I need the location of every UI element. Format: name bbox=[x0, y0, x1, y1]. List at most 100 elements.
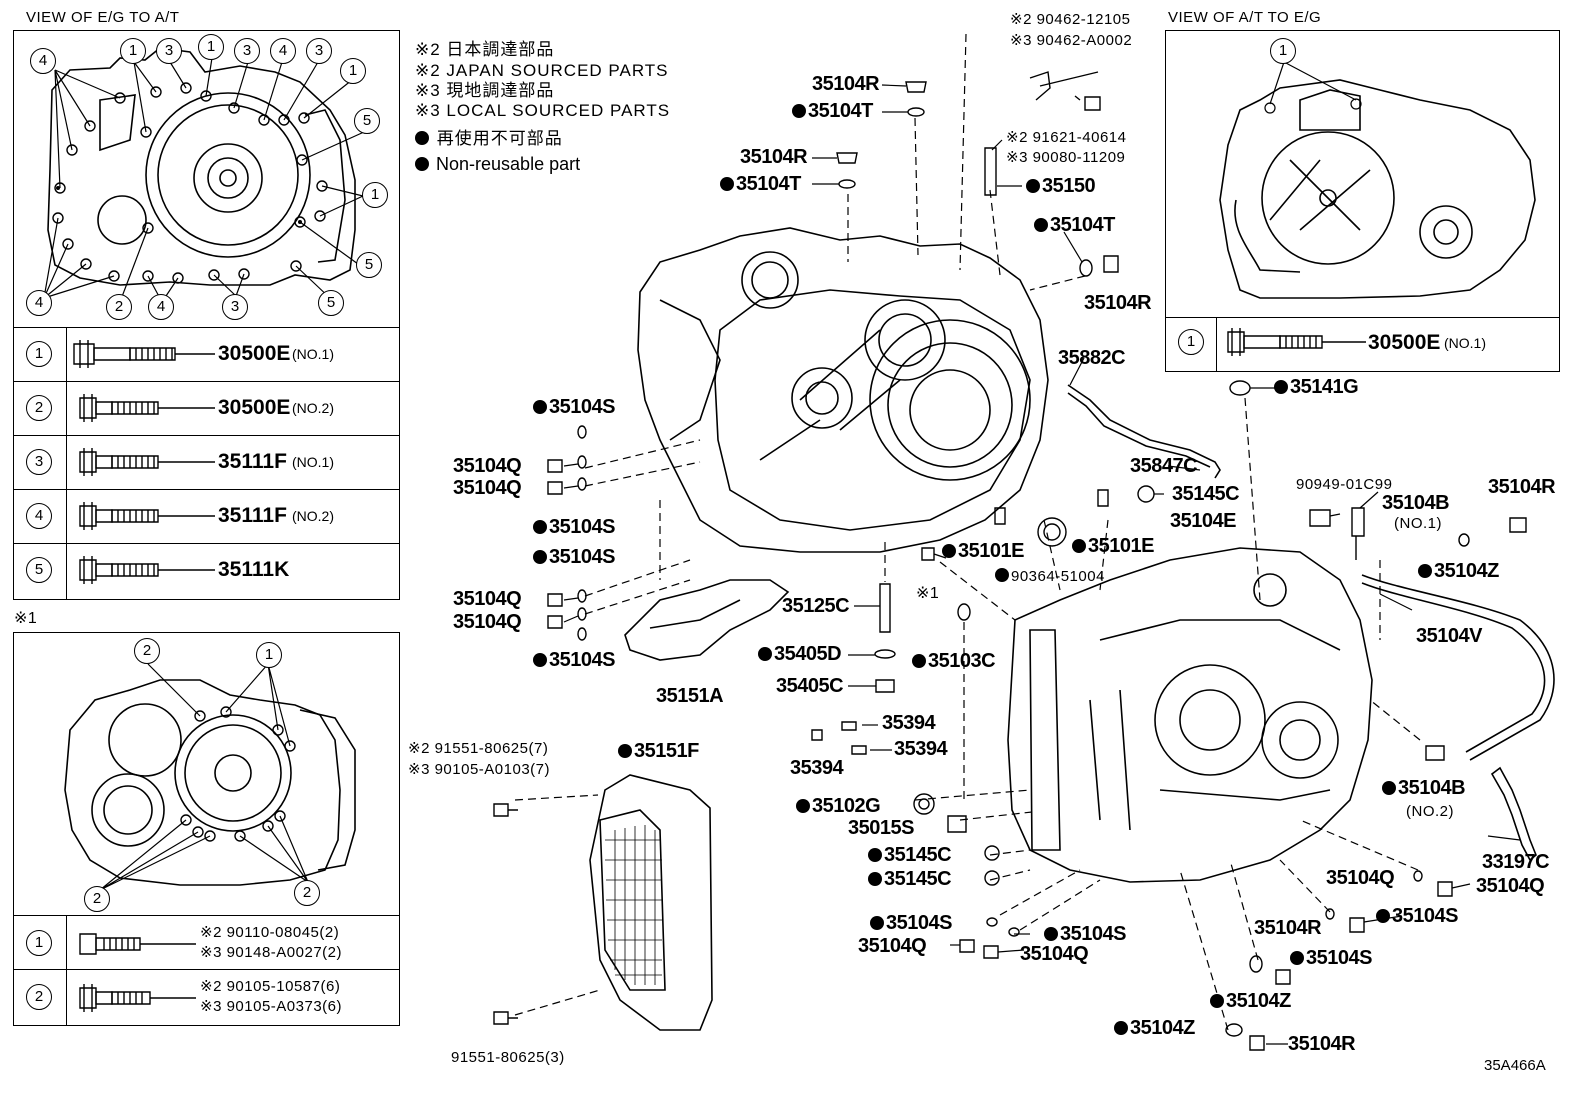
nonreuse-dot-icon bbox=[1382, 781, 1396, 795]
part-label: 35104Z bbox=[1418, 561, 1499, 581]
callout-eg: 4 bbox=[270, 38, 296, 64]
callout-eg: 3 bbox=[222, 294, 248, 320]
part-label: 35405D bbox=[758, 644, 842, 664]
note1-table-line: ※3 90148-A0027(2) bbox=[200, 944, 342, 961]
at-view-leaders bbox=[1264, 61, 1362, 114]
note1-table-num: 2 bbox=[26, 984, 52, 1010]
part-label: 35104T bbox=[720, 174, 801, 194]
part-label: 35394 bbox=[882, 712, 936, 734]
nonreuse-dot-icon bbox=[1418, 564, 1432, 578]
part-label: 35104S bbox=[533, 650, 615, 670]
note-nonreuse-en: Non-reusable part bbox=[415, 155, 580, 173]
callout-eg: 3 bbox=[234, 38, 260, 64]
part-label: 35104Z bbox=[1210, 991, 1291, 1011]
bracket-33197c bbox=[1490, 766, 1537, 862]
nonreuse-dot-icon bbox=[1114, 1021, 1128, 1035]
nonreuse-dot-icon bbox=[1376, 909, 1390, 923]
nonreuse-dot-icon bbox=[792, 104, 806, 118]
part-label: ※2 91551-80625(7) bbox=[408, 740, 549, 757]
at-table-num: 1 bbox=[1178, 329, 1204, 355]
callout-eg: 5 bbox=[356, 252, 382, 278]
strainer bbox=[624, 579, 790, 661]
nonreuse-dot-icon bbox=[618, 744, 632, 758]
part-label: 35104S bbox=[533, 547, 615, 567]
at-table-sub: (NO.1) bbox=[1444, 335, 1486, 351]
part-label: 35882C bbox=[1058, 347, 1126, 369]
part-label: 35104S bbox=[1044, 924, 1126, 944]
part-label: 35104R bbox=[740, 146, 808, 168]
nonreuse-dot-icon bbox=[1044, 927, 1058, 941]
part-label: 35101E bbox=[942, 541, 1024, 561]
part-label: 35104S bbox=[1290, 948, 1372, 968]
nonreuse-dot-icon bbox=[868, 848, 882, 862]
part-label: 35405C bbox=[776, 675, 844, 697]
callout-eg: 5 bbox=[354, 108, 380, 134]
part-label: 35104Q bbox=[453, 477, 522, 499]
part-label: 35394 bbox=[894, 738, 948, 760]
callout-at: 1 bbox=[1270, 38, 1296, 64]
callout-note1: 2 bbox=[134, 638, 160, 664]
table-row-sub: (NO.2) bbox=[292, 400, 334, 416]
callout-note1: 2 bbox=[84, 886, 110, 912]
guide-lines bbox=[514, 33, 1421, 1031]
part-label: 35103C bbox=[912, 651, 996, 671]
part-label: 35104S bbox=[870, 913, 952, 933]
part-label: 91551-80625(3) bbox=[451, 1049, 565, 1066]
part-label: ※2 91621-40614 bbox=[1006, 129, 1127, 146]
part-label: 35104S bbox=[1376, 906, 1458, 926]
nonreuse-dot-icon bbox=[1290, 951, 1304, 965]
part-label: 35104Q bbox=[858, 935, 927, 957]
note1-view-leaders bbox=[99, 663, 309, 891]
nonreuse-dot-icon bbox=[758, 647, 772, 661]
note1-view-frame bbox=[13, 632, 400, 1026]
part-label: ※2 90462-12105 bbox=[1010, 11, 1131, 28]
part-label: 35104Q bbox=[1476, 875, 1545, 897]
part-label: 35104Z bbox=[1114, 1018, 1195, 1038]
note1-table-line: ※2 90105-10587(6) bbox=[200, 978, 341, 995]
part-label: 35141G bbox=[1274, 377, 1359, 397]
part-label: 35104R bbox=[1288, 1033, 1356, 1055]
part-label: 35104B bbox=[1382, 778, 1466, 798]
note1-view-bolts bbox=[180, 706, 296, 842]
callout-eg: 4 bbox=[148, 294, 174, 320]
eg-view-bolts bbox=[52, 82, 328, 284]
part-label: 35145C bbox=[1172, 483, 1240, 505]
part-label: 35102G bbox=[796, 796, 881, 816]
part-label: 35104R bbox=[1254, 917, 1322, 939]
part-label: 35150 bbox=[1026, 176, 1096, 196]
table-row-sub: (NO.2) bbox=[292, 508, 334, 524]
part-label: 35104S bbox=[533, 517, 615, 537]
part-label: 90949-01C99 bbox=[1296, 476, 1393, 493]
part-label: 35104B bbox=[1382, 492, 1450, 514]
part-label: 35015S bbox=[848, 817, 914, 839]
nonreuse-dot-icon bbox=[415, 157, 429, 171]
table-row-part: 35111F bbox=[218, 504, 287, 527]
note1-table-num: 1 bbox=[26, 930, 52, 956]
part-label: 35104T bbox=[792, 101, 873, 121]
nonreuse-dot-icon bbox=[995, 568, 1009, 582]
part-label: 90364-51004 bbox=[995, 568, 1105, 584]
table-row-sub: (NO.1) bbox=[292, 346, 334, 362]
nonreuse-dot-icon bbox=[1034, 218, 1048, 232]
nonreuse-dot-icon bbox=[415, 131, 429, 145]
nonreuse-dot-icon bbox=[1026, 179, 1040, 193]
note-local-sourced-jp: ※3 現地調達部品 bbox=[415, 81, 555, 100]
hose-35104v bbox=[1361, 574, 1555, 761]
callout-eg: 2 bbox=[106, 294, 132, 320]
eg-view-housing bbox=[47, 47, 356, 286]
callout-eg: 1 bbox=[362, 182, 388, 208]
nonreuse-dot-icon bbox=[533, 550, 547, 564]
callout-eg: 1 bbox=[340, 58, 366, 84]
nonreuse-dot-icon bbox=[868, 872, 882, 886]
part-label: 35104V bbox=[1416, 625, 1482, 647]
part-label: 35151A bbox=[656, 685, 724, 707]
part-label: 35104R bbox=[1488, 476, 1556, 498]
small-parts bbox=[493, 71, 1527, 1051]
transaxle-case-main bbox=[637, 227, 1049, 553]
label-leaders bbox=[563, 71, 1521, 1045]
part-label: 35847C bbox=[1130, 455, 1198, 477]
part-label: ※3 90080-11209 bbox=[1006, 149, 1126, 166]
part-label: (NO.2) bbox=[1406, 803, 1454, 820]
note1-mark: ※1 bbox=[14, 610, 38, 627]
